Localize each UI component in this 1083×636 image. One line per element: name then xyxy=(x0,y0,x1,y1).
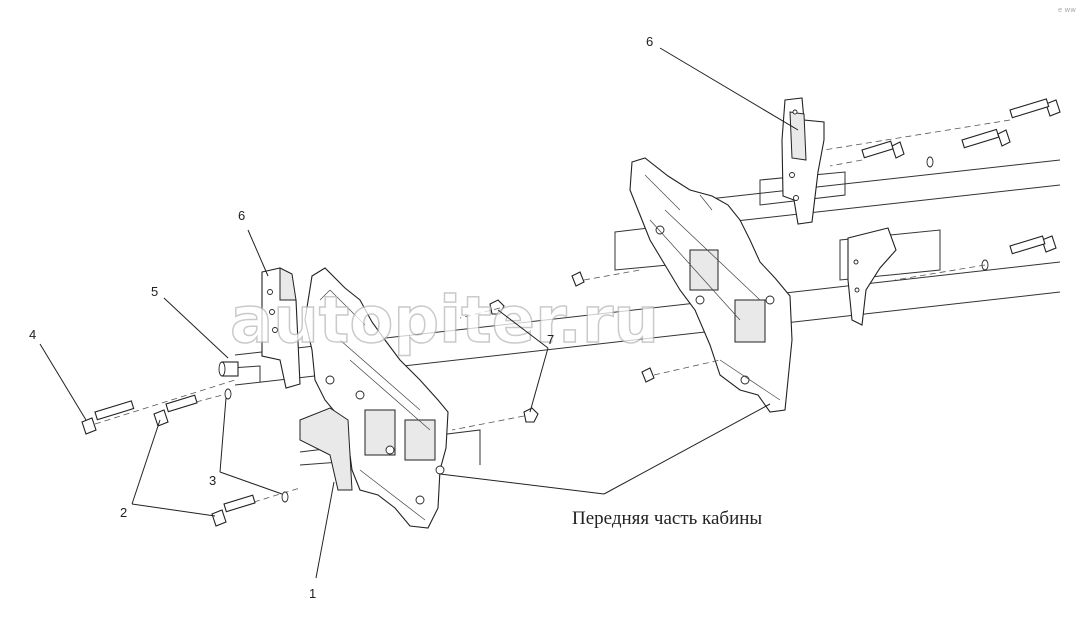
right-upper-bracket xyxy=(781,97,825,225)
right-bolts-upper xyxy=(823,98,1061,168)
left-cab-support-bracket xyxy=(299,267,449,529)
right-bolts-lower xyxy=(571,235,1057,383)
right-cab-support-bracket xyxy=(629,157,793,413)
right-lower-bracket xyxy=(847,227,897,326)
nut-7-upper xyxy=(459,299,505,319)
watermark-text: autopiter.ru xyxy=(230,284,659,358)
bolt-2-lower xyxy=(211,487,301,527)
spacer-5 xyxy=(218,361,239,377)
callout-2: 2 xyxy=(120,505,127,520)
bolt-2-upper xyxy=(153,392,231,427)
corner-mark: e ww xyxy=(1058,6,1076,14)
left-upper-bracket xyxy=(261,267,301,389)
callout-7: 7 xyxy=(547,332,554,347)
leader-lines xyxy=(39,47,799,579)
callout-5: 5 xyxy=(151,284,158,299)
bolt-long-4 xyxy=(81,379,236,435)
callout-6-right: 6 xyxy=(646,34,653,49)
nut-7-lower xyxy=(451,407,539,431)
callout-4: 4 xyxy=(29,327,36,342)
washer-3-lower xyxy=(281,491,289,503)
washer-3-upper xyxy=(224,388,232,400)
cab-front-caption: Передняя часть кабины xyxy=(572,508,762,529)
callout-6-left: 6 xyxy=(238,208,245,223)
callout-3: 3 xyxy=(209,473,216,488)
callout-1: 1 xyxy=(309,586,316,601)
